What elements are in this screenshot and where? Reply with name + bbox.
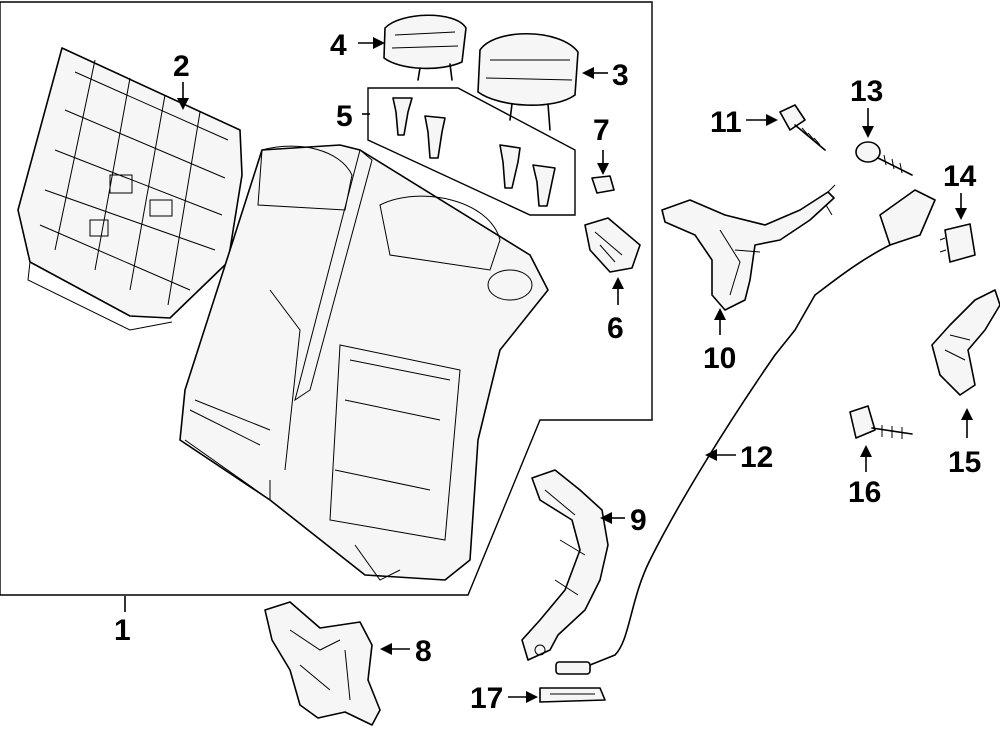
assembly-frame [0, 1, 653, 596]
callout-12: 12 [740, 441, 773, 474]
part-5-frame [367, 87, 576, 216]
connector-14 [939, 223, 976, 263]
callout-8: 8 [415, 635, 432, 668]
callout-10: 10 [703, 342, 736, 375]
callout-16: 16 [848, 476, 881, 509]
callout-7: 7 [593, 114, 610, 147]
bolt-11 [779, 104, 826, 151]
headrest-small [383, 14, 467, 81]
latch-assembly [661, 184, 836, 311]
release-cable [555, 189, 936, 675]
callout-1: 1 [114, 614, 131, 647]
callout-13: 13 [850, 75, 883, 108]
screw-13 [855, 141, 913, 176]
callout-6: 6 [607, 312, 624, 345]
seatback-assembly [179, 144, 549, 581]
clip-small [591, 175, 615, 194]
callout-4: 4 [330, 29, 347, 62]
headrest-guides [392, 97, 556, 207]
callout-14: 14 [943, 160, 977, 193]
headrest-large [477, 32, 579, 131]
seat-latch-8 [264, 601, 381, 726]
clip-17 [539, 687, 606, 703]
callout-5: 5 [336, 100, 353, 133]
callout-3: 3 [612, 59, 629, 92]
callout-9: 9 [630, 504, 647, 537]
callout-15: 15 [948, 446, 981, 479]
bracket-6 [584, 217, 641, 273]
callout-11: 11 [710, 106, 742, 139]
seatback-frame-panel [17, 47, 243, 331]
leader-lines [124, 37, 973, 703]
bracket-15 [931, 289, 1000, 396]
callout-17: 17 [470, 682, 503, 715]
callout-2: 2 [173, 50, 190, 83]
bolt-16 [849, 405, 913, 439]
hinge-cover-9 [521, 469, 609, 661]
